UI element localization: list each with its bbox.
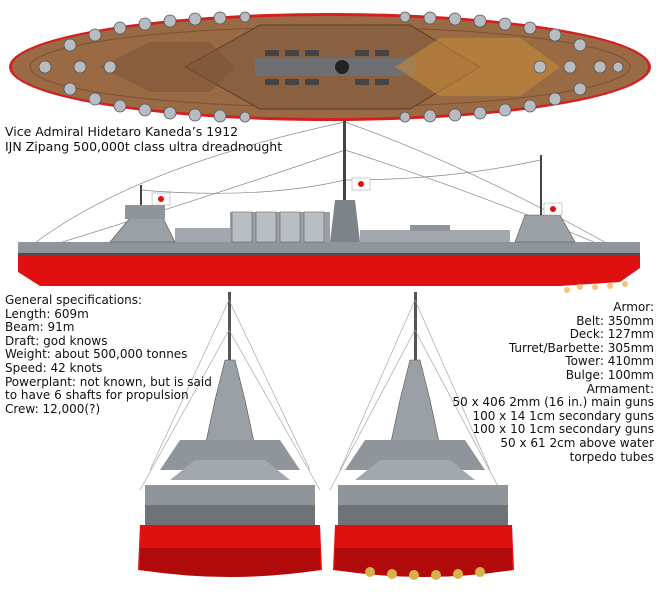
spec-powerplant-1: Powerplant: not known, but is said bbox=[5, 374, 212, 389]
armor-heading: Armor: bbox=[613, 300, 654, 314]
specs-heading: General specifications: bbox=[5, 293, 143, 307]
spec-powerplant-2: to have 6 shafts for propulsion bbox=[5, 388, 189, 403]
spec-length: Length: 609m bbox=[5, 306, 89, 321]
armor-deck: Deck: 127mm bbox=[569, 327, 654, 342]
title-line-2: IJN Zipang 500,000t class ultra dreadnou… bbox=[5, 139, 283, 154]
armament-secondary-14: 100 x 14 1cm secondary guns bbox=[472, 408, 654, 423]
stern-view bbox=[329, 292, 514, 580]
side-view bbox=[18, 120, 641, 293]
page-title: Vice Admiral Hidetaro Kaneda’s 1912 IJN … bbox=[5, 124, 282, 154]
armament-heading: Armament: bbox=[586, 381, 654, 396]
title-line-1: Vice Admiral Hidetaro Kaneda’s 1912 bbox=[5, 124, 239, 139]
bow-view bbox=[138, 292, 322, 577]
armor-turret: Turret/Barbette: 305mm bbox=[508, 340, 654, 355]
armor-bulge: Bulge: 100mm bbox=[565, 367, 654, 382]
flag-icon bbox=[151, 177, 563, 216]
general-specifications: General specifications: Length: 609m Bea… bbox=[5, 293, 212, 416]
armament-main: 50 x 406 2mm (16 in.) main guns bbox=[452, 395, 654, 410]
spec-speed: Speed: 42 knots bbox=[5, 360, 103, 375]
spec-crew: Crew: 12,000(?) bbox=[5, 401, 101, 416]
armor-belt: Belt: 350mm bbox=[576, 313, 654, 328]
armor-tower: Tower: 410mm bbox=[565, 354, 654, 369]
armament-torpedo-1: 50 x 61 2cm above water bbox=[500, 435, 654, 450]
armament-secondary-10: 100 x 10 1cm secondary guns bbox=[472, 422, 654, 437]
armament-torpedo-2: torpedo tubes bbox=[569, 449, 654, 464]
spec-draft: Draft: god knows bbox=[5, 333, 108, 348]
top-view bbox=[9, 11, 651, 123]
spec-weight: Weight: about 500,000 tonnes bbox=[5, 347, 188, 362]
armor-armament-specs: Armor: Belt: 350mm Deck: 127mm Turret/Ba… bbox=[452, 300, 654, 464]
spec-beam: Beam: 91m bbox=[5, 320, 75, 335]
